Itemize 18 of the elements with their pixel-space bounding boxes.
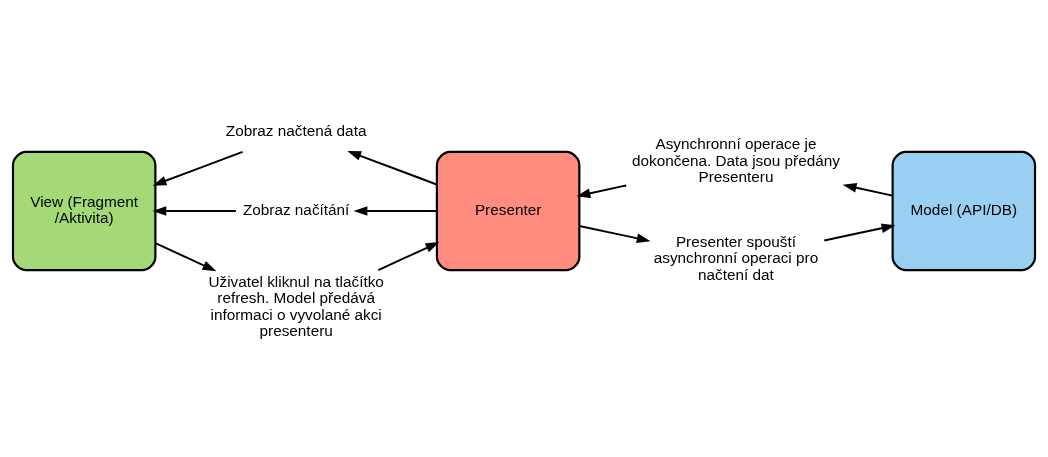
arrow	[377, 242, 440, 272]
node-text: Uživatel kliknul na tlačítko refresh. Model předává informaci o vyvolané akci presenteru	[208, 272, 384, 340]
arrow	[347, 150, 438, 186]
node-text: Zobraz načítání	[242, 201, 350, 219]
arrow	[152, 206, 237, 216]
node-box: Model (API/DB)	[891, 150, 1037, 272]
node-box: Presenter	[435, 150, 581, 272]
arrow	[576, 184, 628, 199]
arrow	[353, 206, 438, 216]
node-box: View (Fragment/Aktivita)	[11, 150, 157, 272]
arrow	[823, 223, 896, 242]
arrow	[578, 224, 651, 243]
node-text: Zobraz načtená data	[225, 122, 367, 140]
arrow	[152, 150, 244, 186]
arrow	[842, 182, 894, 197]
node-text: Asynchronní operace je dokončena. Data jsou předány Presenteru	[632, 135, 840, 186]
arrow	[154, 242, 217, 272]
node-text: Presenter spouští asynchronní operaci pro načtení dat	[653, 232, 819, 283]
